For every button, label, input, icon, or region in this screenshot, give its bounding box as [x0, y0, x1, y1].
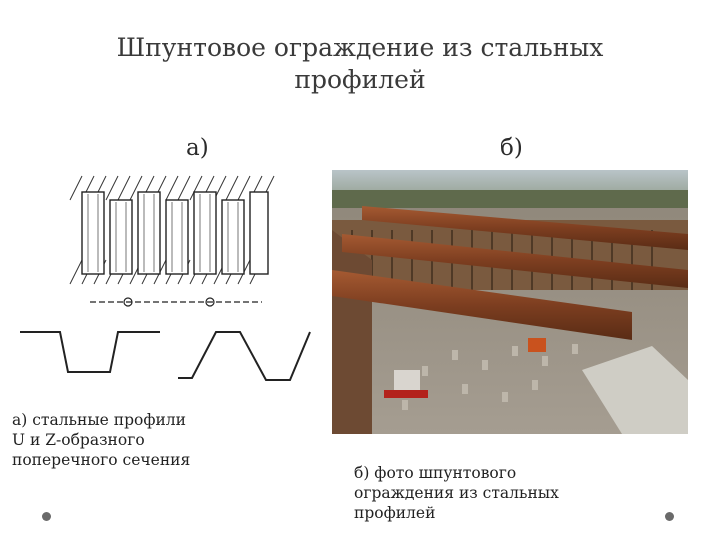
- bullet-dot-left: [42, 512, 51, 521]
- pile-front-view: [81, 191, 269, 275]
- pile-plan-view: [90, 297, 262, 307]
- title-line-2: профилей: [294, 65, 426, 94]
- caption-a: а) стальные профили U и Z-образного попе…: [12, 410, 312, 470]
- caption-a-line-3: поперечного сечения: [12, 451, 191, 469]
- label-a: а): [186, 135, 209, 161]
- title-line-1: Шпунтовое ограждение из стальных: [116, 33, 604, 62]
- caption-b: б) фото шпунтового ограждения из стальны…: [354, 463, 684, 523]
- caption-a-line-1: а) стальные профили: [12, 411, 186, 429]
- caption-a-line-2: U и Z-образного: [12, 431, 145, 449]
- u-profile-section: [20, 331, 160, 373]
- sheet-pile-photo: [332, 170, 688, 434]
- sheet-pile-drawing: [10, 172, 318, 390]
- slide-title: Шпунтовое ограждение из стальных профиле…: [80, 32, 640, 96]
- pile-edge-lines: [87, 194, 239, 272]
- caption-b-line-2: ограждения из стальных: [354, 484, 559, 502]
- caption-b-line-1: б) фото шпунтового: [354, 464, 517, 482]
- z-profile-section: [178, 331, 311, 381]
- bullet-dot-right: [665, 512, 674, 521]
- caption-b-line-3: профилей: [354, 504, 436, 522]
- label-b: б): [500, 135, 523, 161]
